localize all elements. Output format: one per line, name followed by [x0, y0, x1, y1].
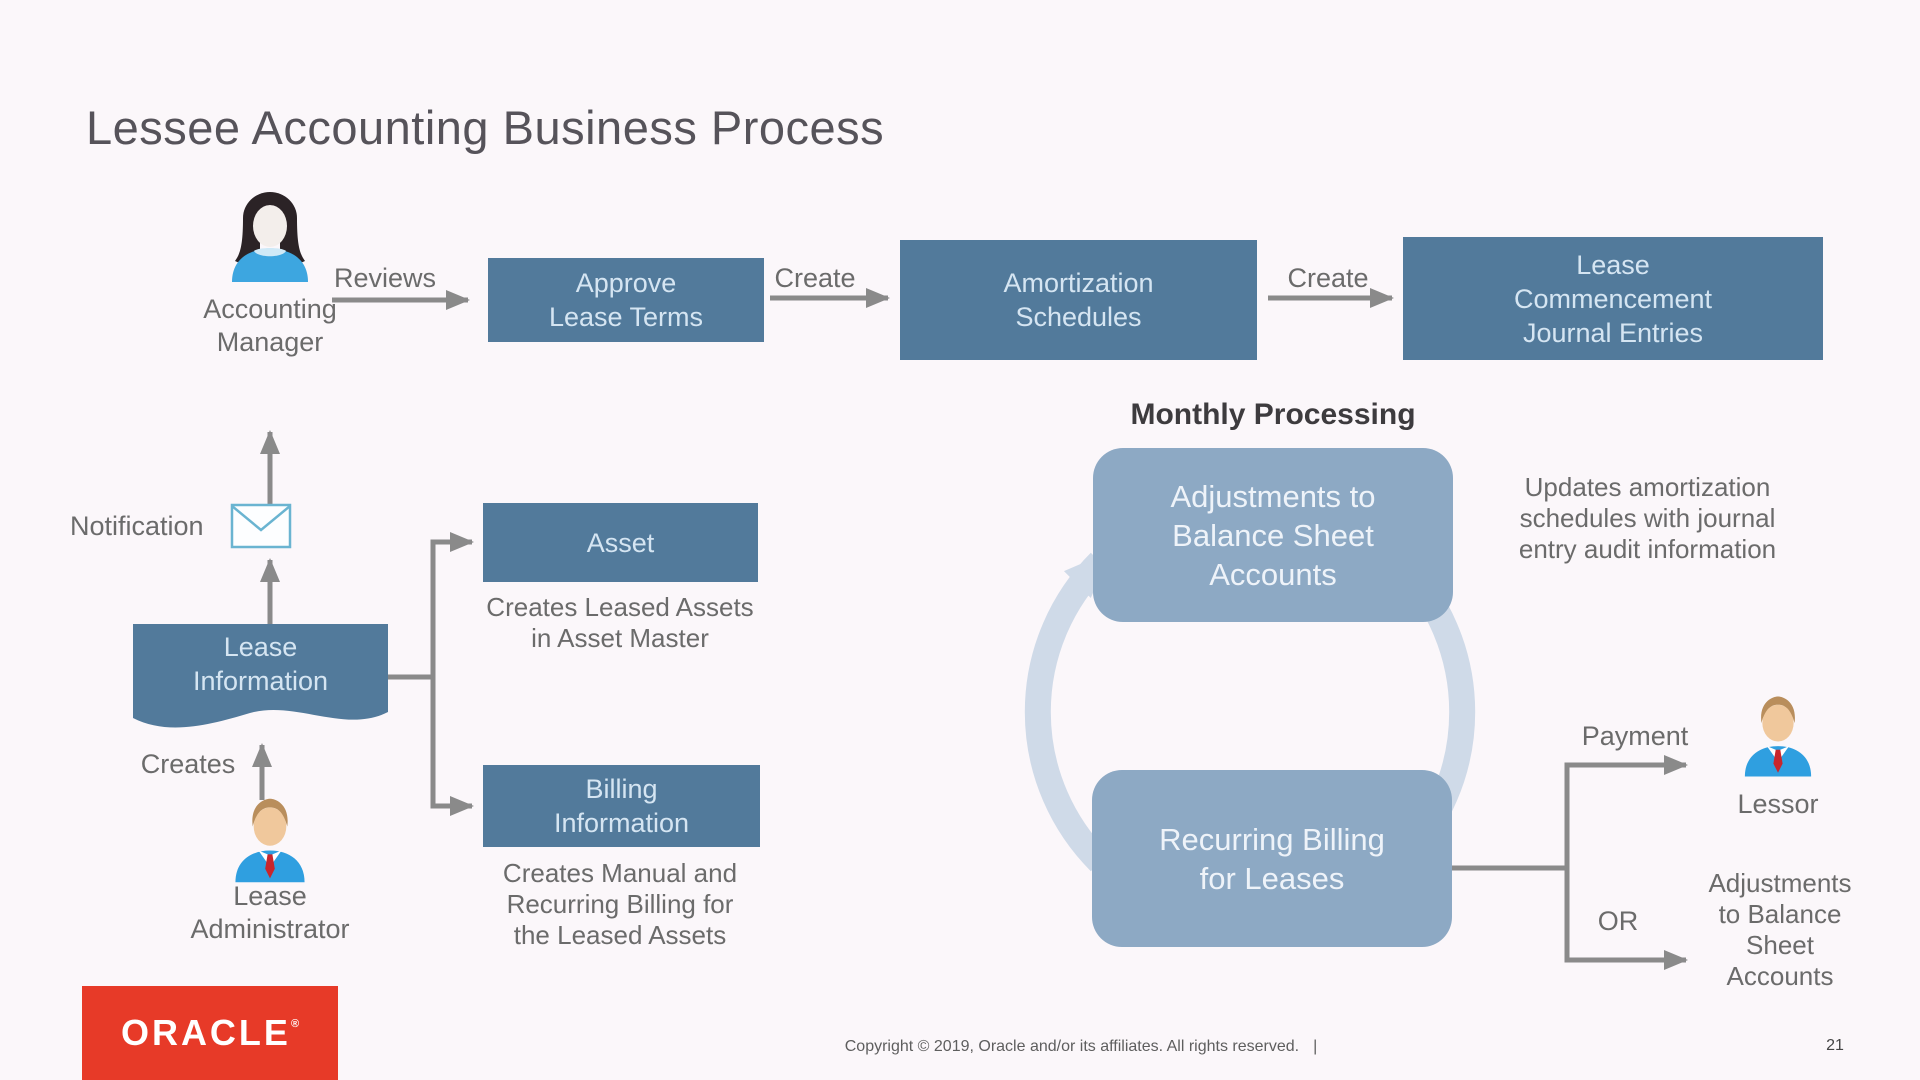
footer-copyright: Copyright © 2019, Oracle and/or its affi… — [844, 1038, 1318, 1055]
lease-administrator-label: Lease Administrator — [190, 881, 350, 944]
connector-to-asset — [388, 532, 474, 680]
oracle-logo-text: ORACLE® — [120, 1012, 300, 1053]
lessor-icon — [1744, 696, 1812, 777]
recurring-billing-box: Recurring Billing for Leases — [1092, 770, 1452, 947]
registered-mark: ® — [290, 1018, 300, 1030]
lease-information-label: Lease Information — [192, 632, 329, 696]
connector-or — [1564, 868, 1688, 970]
page-number: 21 — [1826, 1037, 1844, 1054]
or-label: OR — [1597, 906, 1639, 936]
create-label-1: Create — [774, 263, 856, 293]
approve-lease-terms-box: Approve Lease Terms — [488, 258, 764, 342]
create-label-2: Create — [1287, 263, 1369, 293]
payment-label: Payment — [1581, 721, 1689, 751]
footer-divider: | — [1313, 1038, 1318, 1055]
lessor-label: Lessor — [1737, 789, 1819, 819]
lease-information-shape — [133, 624, 388, 728]
connector-payment — [1452, 755, 1688, 871]
flow-arrows — [252, 288, 1688, 970]
reviews-label: Reviews — [333, 263, 437, 293]
page-title: Lessee Accounting Business Process — [86, 101, 885, 154]
notification-label: Notification — [70, 511, 204, 541]
billing-description: Creates Manual and Recurring Billing for… — [502, 858, 738, 950]
billing-information-box: Billing Information — [483, 765, 760, 847]
monthly-processing-heading: Monthly Processing — [1130, 398, 1416, 431]
accounting-manager-label: Accounting Manager — [203, 294, 337, 357]
updates-amortization-note: Updates amortization schedules with jour… — [1518, 472, 1777, 564]
accounting-manager-icon — [232, 192, 308, 282]
amortization-schedules-box: Amortization Schedules — [900, 240, 1257, 360]
oracle-logo: ORACLE® — [82, 986, 338, 1080]
creates-label: Creates — [140, 749, 236, 779]
adjustments-balance-sheet-text: Adjustments to Balance Sheet Accounts — [1708, 868, 1852, 991]
lease-commencement-journal-entries-box: Lease Commencement Journal Entries — [1403, 237, 1823, 360]
adjustments-balance-sheet-box: Adjustments to Balance Sheet Accounts — [1093, 448, 1453, 622]
asset-description: Creates Leased Assets in Asset Master — [486, 592, 754, 653]
connector-to-billing — [430, 677, 474, 816]
asset-box: Asset — [483, 503, 758, 582]
envelope-icon — [230, 503, 292, 549]
lease-administrator-icon — [235, 798, 305, 883]
